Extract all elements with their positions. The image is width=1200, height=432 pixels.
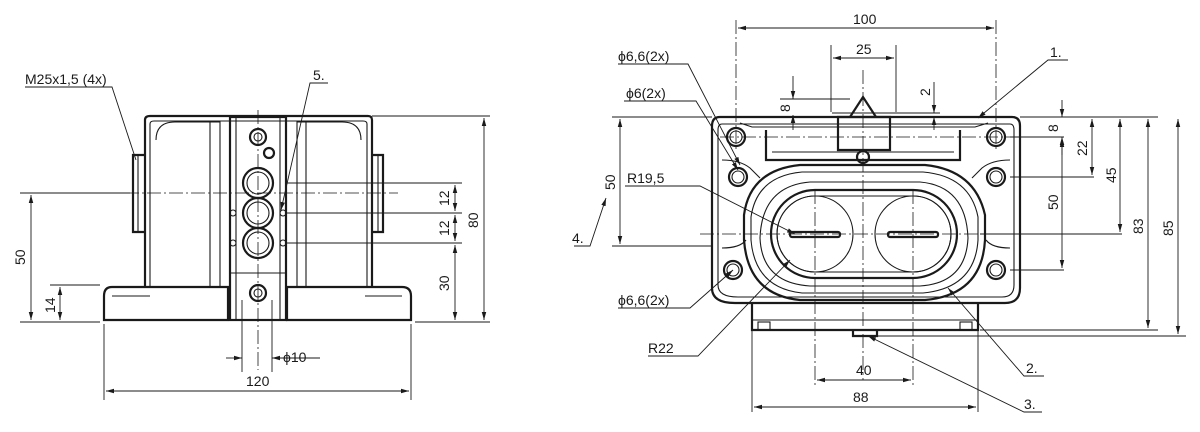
item-5-label: 5. xyxy=(313,67,325,83)
dim-25: 25 xyxy=(856,41,872,57)
dim-12-lower: 12 xyxy=(436,220,452,236)
dim-2: 2 xyxy=(917,88,933,96)
radius-label-19-5: R19,5 xyxy=(627,170,665,186)
radius-label-22: R22 xyxy=(648,340,674,356)
dim-45: 45 xyxy=(1103,167,1119,183)
dim-50-right: 50 xyxy=(1045,194,1061,210)
dim-22: 22 xyxy=(1074,140,1090,156)
cable-entry-left xyxy=(131,153,145,234)
dim-50-left: 50 xyxy=(602,174,618,190)
side-view: 100 25 8 2 8 22 50 45 83 85 50 40 88 ϕ6,… xyxy=(572,11,1186,413)
dim-12-upper: 12 xyxy=(436,190,452,206)
dim-120: 120 xyxy=(246,373,270,389)
hole-label-6: ϕ6(2x) xyxy=(626,85,666,101)
front-view: 120 50 14 12 12 30 80 ϕ10 M25x1,5 (4x) 5… xyxy=(12,67,490,400)
dim-diameter-10: ϕ10 xyxy=(283,349,307,365)
dim-40: 40 xyxy=(856,362,872,378)
hole-label-66-bottom: ϕ6,6(2x) xyxy=(618,292,669,308)
item-3-label: 3. xyxy=(1024,396,1036,412)
item-2-label: 2. xyxy=(1026,360,1038,376)
dim-83: 83 xyxy=(1130,218,1146,234)
dim-30: 30 xyxy=(436,275,452,291)
item-1-label: 1. xyxy=(1050,44,1062,60)
dim-100: 100 xyxy=(853,11,877,27)
dim-88: 88 xyxy=(853,389,869,405)
front-base-plate xyxy=(102,285,413,322)
item-4-label: 4. xyxy=(572,230,584,246)
dim-8-top: 8 xyxy=(777,104,793,112)
thread-label: M25x1,5 (4x) xyxy=(25,71,107,87)
dim-14: 14 xyxy=(42,297,58,313)
dim-85: 85 xyxy=(1160,220,1176,236)
dim-50-front: 50 xyxy=(12,249,28,265)
side-mounting-plate xyxy=(710,115,1022,305)
dim-80: 80 xyxy=(465,212,481,228)
actuator xyxy=(836,115,892,152)
side-housing-outer xyxy=(742,163,987,302)
hole-label-66-top: ϕ6,6(2x) xyxy=(618,48,669,64)
dim-8-right: 8 xyxy=(1045,124,1061,132)
